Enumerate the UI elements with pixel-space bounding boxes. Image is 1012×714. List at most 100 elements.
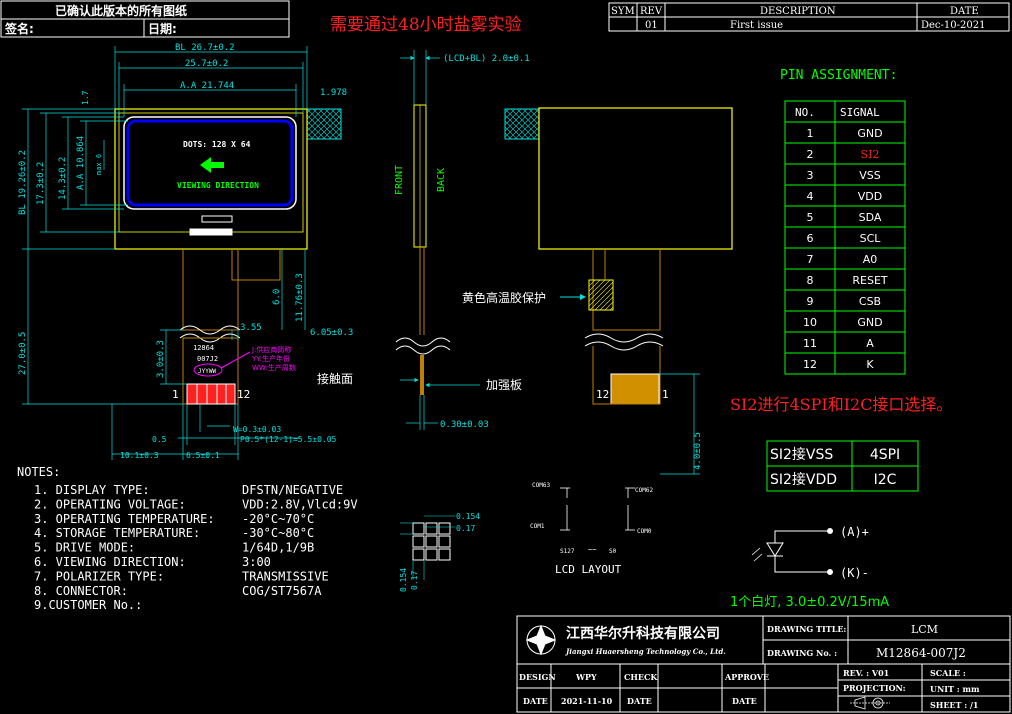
pin-signal: SI2 <box>861 148 880 161</box>
rev-header-sym: SYM <box>611 6 635 17</box>
pin-no: 11 <box>803 337 817 350</box>
company-logo-icon <box>525 624 557 656</box>
note-label: 4. STORAGE TEMPERATURE: <box>34 526 200 540</box>
pin-signal: SDA <box>859 211 882 224</box>
layout-s127: S127 <box>560 548 575 555</box>
pin-no: 7 <box>807 253 814 266</box>
viewing-arrow-icon <box>200 157 224 173</box>
dim-6-05: 6.05±0.3 <box>310 328 353 338</box>
fpc-text-3: JYYWW <box>198 368 216 375</box>
note-value: VDD:2.8V,Vlcd:9V <box>242 497 358 511</box>
note-value: -20°C~70°C <box>242 512 314 526</box>
sheet-label: SHEET : /1 <box>930 700 979 710</box>
revision-table: SYM REV DESCRIPTION DATE 01 First issue … <box>608 2 1010 32</box>
front-pin-12: 12 <box>237 388 250 401</box>
pin-signal: RESET <box>852 274 888 287</box>
pin-signal: VDD <box>858 190 882 203</box>
option-mode: I2C <box>874 472 897 488</box>
layout-com62: COM62 <box>635 487 653 494</box>
company-cn: 江西华尔升科技有限公司 <box>566 625 720 642</box>
unit-label: UNIT : mm <box>930 684 980 694</box>
dim-bl-width: BL 26.7±0.2 <box>175 43 235 53</box>
stiffener-label: 加强板 <box>486 378 522 392</box>
tape-patch <box>588 279 614 311</box>
dim-3-55: 3.55 <box>240 323 262 333</box>
design-val: WPY <box>575 672 597 682</box>
rev-description: First issue <box>730 20 783 31</box>
led-anode: (A)+ <box>840 525 869 539</box>
front-view: DOTS: 128 X 64 VIEWING DIRECTION 12864 0… <box>114 108 342 405</box>
scale-label: SCALE : <box>930 668 966 678</box>
rev-header-rev: REV <box>640 6 663 17</box>
drawing-title: LCM <box>911 623 938 636</box>
confirm-text: 已确认此版本的所有图纸 <box>55 3 187 18</box>
dot-dim-a: 0.154 <box>456 512 480 521</box>
dim-thickness: (LCD+BL) 2.0±0.1 <box>443 54 530 64</box>
front-label: FRONT <box>394 165 405 195</box>
led-cathode: (K)- <box>840 566 869 580</box>
dot-dim-c: 0.154 <box>399 568 408 592</box>
company-en: Jiangxi Huaersheng Technology Co., Ltd. <box>564 647 726 656</box>
layout-s0: S0 <box>609 548 617 555</box>
anno-j: J:供应商简称 <box>251 345 291 354</box>
title-block: 江西华尔升科技有限公司 Jiangxi Huaersheng Technolog… <box>516 615 1011 713</box>
rev-header-date: DATE <box>950 6 979 17</box>
back-view: 黄色高温胶保护 12 1 4.0±0.5 <box>462 107 733 475</box>
dim-6-5: 6.5±0.1 <box>186 451 220 460</box>
pin-header-no: NO. <box>795 106 815 119</box>
note-label: 5. DRIVE MODE: <box>34 541 135 555</box>
rev-date: Dec-10-2021 <box>921 20 985 31</box>
pin-no: 6 <box>807 232 814 245</box>
notes-title: NOTES: <box>17 465 60 479</box>
active-area <box>126 119 294 207</box>
dim-11-76: 11.76±0.3 <box>295 273 305 322</box>
dim-pitch: P0.5*(12-1)=5.5±0.05 <box>240 435 337 444</box>
pin-no: 1 <box>807 127 814 140</box>
salt-spray-note: 需要通过48小时盐雾实验 <box>330 15 522 35</box>
dim-10-1: 10.1±0.3 <box>120 451 159 460</box>
backlight-outline <box>114 108 308 250</box>
design-label: DESIGN <box>519 672 556 682</box>
rev-value: 01 <box>645 20 658 31</box>
fpc-text-2: 007J2 <box>197 355 218 363</box>
front-dim-labels: BL 26.7±0.2 25.7±0.2 A.A 21.744 1.978 3.… <box>120 43 353 460</box>
contact-label: 接触面 <box>317 371 353 386</box>
lcd-layout: COM63 COM62 COM1 COM0 S127 ~~ S0 LCD LAY… <box>530 482 653 576</box>
lcd-layout-title: LCD LAYOUT <box>555 563 622 576</box>
dim-bl-height: BL 19.26±0.2 <box>18 150 28 215</box>
dots-label: DOTS: 128 X 64 <box>183 140 251 149</box>
layout-com1: COM1 <box>530 523 545 530</box>
date-label-2: DATE <box>627 696 652 706</box>
back-pin-1: 1 <box>662 388 669 401</box>
backlight-note: 1个白灯, 3.0±0.2V/15mA <box>730 594 889 610</box>
header-box: 已确认此版本的所有图纸 签名: 日期: <box>0 0 290 38</box>
pin-no: 9 <box>807 295 814 308</box>
pin-assignment-title: PIN ASSIGNMENT: <box>780 68 897 83</box>
rev-label: REV. : V01 <box>843 668 889 678</box>
pin-no: 8 <box>807 274 814 287</box>
dot-detail: 0.154 0.17 0.154 0.17 <box>399 512 480 592</box>
layout-com63: COM63 <box>532 482 550 489</box>
date-label-1: DATE <box>523 696 548 706</box>
pin-no: 2 <box>807 148 814 161</box>
pin-no: 12 <box>803 358 817 371</box>
pin-header-signal: SIGNAL <box>840 106 880 119</box>
dim-0-5: 0.5 <box>152 435 167 444</box>
side-view: FRONT BACK (LCD+BL) 2.0±0.1 接触面 加强板 0.30… <box>317 50 530 430</box>
date-val: 2021-11-10 <box>561 696 613 706</box>
dim-lcd-width: 25.7±0.2 <box>185 59 228 69</box>
fpc-contacts <box>186 383 236 405</box>
dot-dim-d: 0.17 <box>410 571 419 590</box>
note-value: 1/64D,1/9B <box>242 541 314 555</box>
drawing-title-label: DRAWING TITLE: <box>767 624 846 634</box>
dim-3-0: 3.0±0.3 <box>156 340 166 378</box>
interface-note: SI2进行4SPI和I2C接口选择。 <box>730 395 952 414</box>
drawing-no-label: DRAWING No. : <box>767 648 837 658</box>
dim-w: W=0.3±0.03 <box>233 425 281 434</box>
front-dimensions <box>22 46 308 460</box>
note-label: 1. DISPLAY TYPE: <box>34 483 150 497</box>
dim-4-0: 4.0±0.5 <box>693 432 703 470</box>
